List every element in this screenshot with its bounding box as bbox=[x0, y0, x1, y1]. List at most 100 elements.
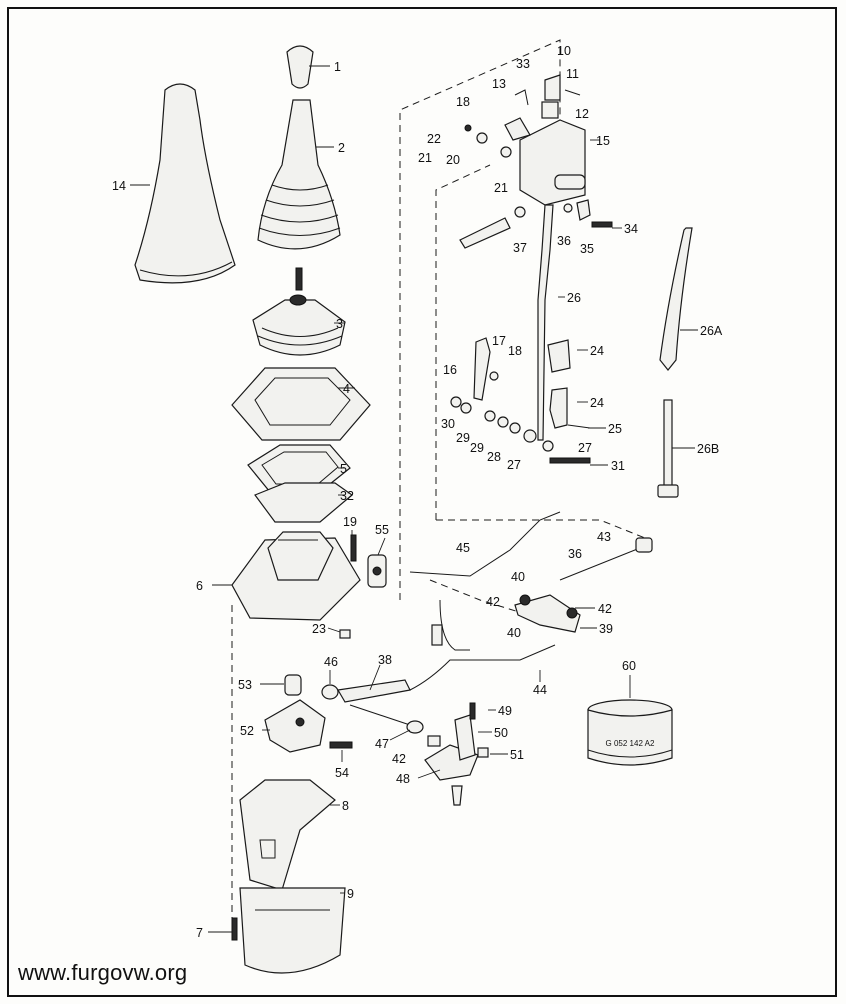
label-25: 25 bbox=[608, 422, 622, 436]
damper-55 bbox=[367, 554, 387, 588]
label-51: 51 bbox=[510, 748, 524, 762]
shift-cables bbox=[409, 511, 561, 691]
label-16: 16 bbox=[443, 363, 457, 377]
seal-plate bbox=[254, 482, 353, 523]
label-53: 53 bbox=[238, 678, 252, 692]
label-27-right: 27 bbox=[578, 441, 592, 455]
label-3: 3 bbox=[336, 317, 343, 331]
label-7: 7 bbox=[196, 926, 203, 940]
label-5: 5 bbox=[340, 462, 347, 476]
bracket-52 bbox=[264, 699, 326, 753]
label-2: 2 bbox=[338, 141, 345, 155]
leader-lines bbox=[130, 65, 698, 933]
label-26: 26 bbox=[567, 291, 581, 305]
label-6: 6 bbox=[196, 579, 203, 593]
label-55: 55 bbox=[375, 523, 389, 537]
label-28: 28 bbox=[487, 450, 501, 464]
label-18-top: 18 bbox=[456, 95, 470, 109]
nut-23 bbox=[339, 629, 351, 639]
bolt-19 bbox=[350, 534, 357, 562]
label-15: 15 bbox=[596, 134, 610, 148]
lower-mount bbox=[424, 702, 489, 806]
label-9: 9 bbox=[347, 887, 354, 901]
label-26A: 26A bbox=[700, 324, 723, 338]
label-21-right: 21 bbox=[494, 181, 508, 195]
label-29-left: 29 bbox=[456, 431, 470, 445]
clamp-35 bbox=[576, 199, 591, 221]
label-37: 37 bbox=[513, 241, 527, 255]
part-code: G 052 142 A2 bbox=[606, 739, 655, 748]
label-42-bottom: 42 bbox=[392, 752, 406, 766]
inner-boot bbox=[252, 294, 346, 356]
label-38: 38 bbox=[378, 653, 392, 667]
label-48: 48 bbox=[396, 772, 410, 786]
frame-8 bbox=[239, 779, 336, 891]
label-24-top: 24 bbox=[590, 344, 604, 358]
label-45: 45 bbox=[456, 541, 470, 555]
lever-linkage bbox=[450, 337, 591, 464]
label-36-top: 36 bbox=[557, 234, 571, 248]
label-19: 19 bbox=[343, 515, 357, 529]
label-33: 33 bbox=[516, 57, 530, 71]
label-4: 4 bbox=[343, 382, 350, 396]
label-11: 11 bbox=[566, 67, 579, 81]
shift-lever-26 bbox=[537, 204, 554, 441]
label-42-right: 42 bbox=[598, 602, 612, 616]
label-31: 31 bbox=[611, 459, 625, 473]
label-17: 17 bbox=[492, 334, 506, 348]
label-32: 32 bbox=[340, 489, 354, 503]
callout-numbers: 1 2 3 4 5 32 6 14 19 55 23 53 46 38 52 4… bbox=[112, 44, 723, 940]
bolt-34 bbox=[591, 221, 613, 228]
label-40-top: 40 bbox=[511, 570, 525, 584]
label-12: 12 bbox=[575, 107, 589, 121]
label-10: 10 bbox=[557, 44, 571, 58]
lever-plate-39 bbox=[514, 594, 581, 633]
pin-37 bbox=[459, 206, 526, 249]
lever-26B bbox=[657, 399, 679, 498]
housing-cover bbox=[231, 367, 371, 441]
label-29-right: 29 bbox=[470, 441, 484, 455]
gearshift-housing bbox=[231, 531, 361, 621]
page-frame bbox=[7, 7, 837, 997]
ring-60: G 052 142 A2 bbox=[587, 699, 673, 766]
label-36-mid: 36 bbox=[568, 547, 582, 561]
lever-26A bbox=[659, 227, 693, 371]
label-8: 8 bbox=[342, 799, 349, 813]
label-27-left: 27 bbox=[507, 458, 521, 472]
label-22: 22 bbox=[427, 132, 441, 146]
label-49: 49 bbox=[498, 704, 512, 718]
label-23: 23 bbox=[312, 622, 326, 636]
tray-9 bbox=[239, 887, 346, 974]
shift-boot bbox=[257, 99, 341, 250]
screw-7 bbox=[231, 917, 238, 941]
label-39: 39 bbox=[599, 622, 613, 636]
selector-mechanism bbox=[464, 74, 586, 206]
label-14: 14 bbox=[112, 179, 126, 193]
label-50: 50 bbox=[494, 726, 508, 740]
label-60: 60 bbox=[622, 659, 636, 673]
label-46: 46 bbox=[324, 655, 338, 669]
label-43: 43 bbox=[597, 530, 611, 544]
label-52: 52 bbox=[240, 724, 254, 738]
label-26B: 26B bbox=[697, 442, 719, 456]
label-44: 44 bbox=[533, 683, 547, 697]
label-20: 20 bbox=[446, 153, 460, 167]
washer-36 bbox=[563, 203, 573, 213]
label-35: 35 bbox=[580, 242, 594, 256]
watermark-text: www.furgovw.org bbox=[18, 960, 188, 985]
label-54: 54 bbox=[335, 766, 349, 780]
label-42-left: 42 bbox=[486, 595, 500, 609]
link-rod-assembly bbox=[284, 674, 424, 734]
shift-knob bbox=[286, 45, 314, 89]
label-18-mid: 18 bbox=[508, 344, 522, 358]
label-30: 30 bbox=[441, 417, 455, 431]
label-1: 1 bbox=[334, 60, 341, 74]
label-13: 13 bbox=[492, 77, 506, 91]
label-21-left: 21 bbox=[418, 151, 432, 165]
shift-boot-cone bbox=[134, 83, 236, 284]
bolt-54 bbox=[329, 741, 353, 749]
lever-stud bbox=[295, 267, 303, 291]
label-40-bottom: 40 bbox=[507, 626, 521, 640]
label-47: 47 bbox=[375, 737, 389, 751]
